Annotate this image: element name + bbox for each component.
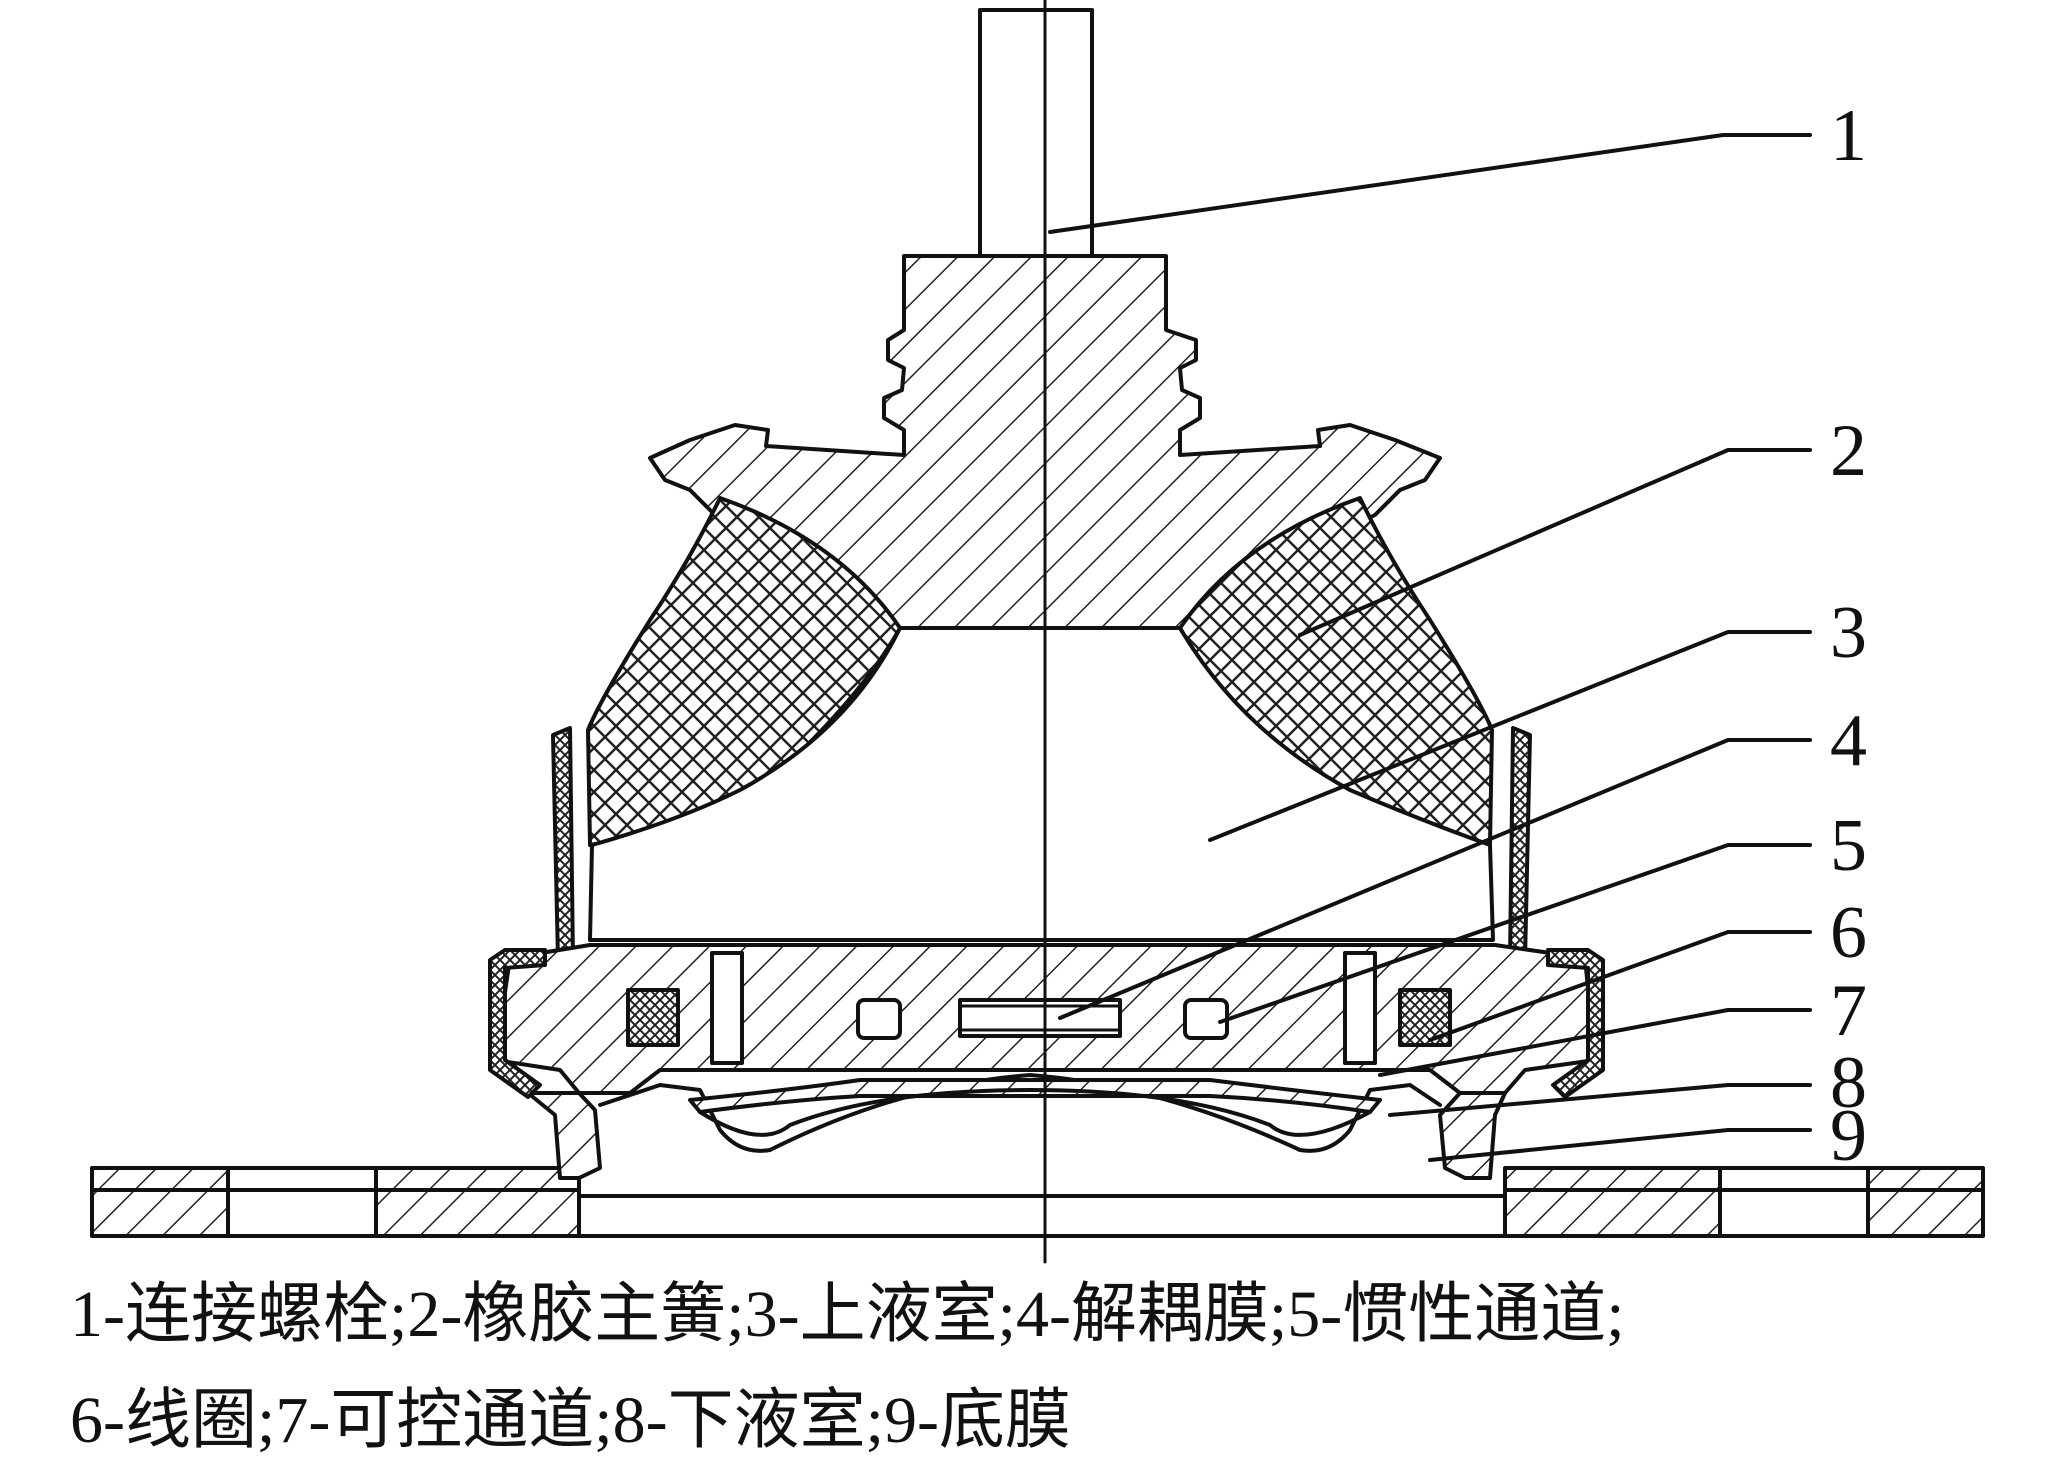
inertia-channel-port-right: [1183, 998, 1229, 1040]
lower-housing: [526, 1091, 602, 1180]
callout-number-6: 6: [1830, 892, 1867, 974]
callout-number-1: 1: [1830, 95, 1867, 177]
coil-left: [626, 988, 680, 1047]
outer-shell-right: [1508, 726, 1532, 962]
base-plate: [90, 1166, 1985, 1238]
callout-number-7: 7: [1830, 970, 1867, 1052]
callout-number-3: 3: [1830, 592, 1867, 674]
crimp-left: [488, 948, 547, 1099]
inertia-channel-port-left: [856, 998, 902, 1040]
figure-caption-line-2: 6-线圈;7-可控通道;8-下液室;9-底膜: [70, 1384, 1071, 1457]
leader-lines: [1048, 133, 1812, 1162]
callout-number-8: 8: [1830, 1042, 1867, 1124]
figure-caption-line-1: 1-连接螺栓;2-橡胶主簧;3-上液室;4-解耦膜;5-惯性通道;: [70, 1278, 1625, 1351]
callout-number-4: 4: [1830, 700, 1867, 782]
callout-number-2: 2: [1830, 410, 1867, 492]
crimp-right: [1546, 948, 1605, 1099]
callout-number-5: 5: [1830, 805, 1867, 887]
channel-divider-left: [710, 951, 744, 1065]
base-membrane: [688, 1078, 1382, 1114]
connecting-bolt: [978, 8, 1094, 258]
outer-shell-left: [551, 726, 575, 962]
base-membrane-bulge: [698, 1088, 1372, 1137]
upper-chamber: [588, 626, 1495, 942]
callout-number-9: 9: [1830, 1095, 1867, 1177]
